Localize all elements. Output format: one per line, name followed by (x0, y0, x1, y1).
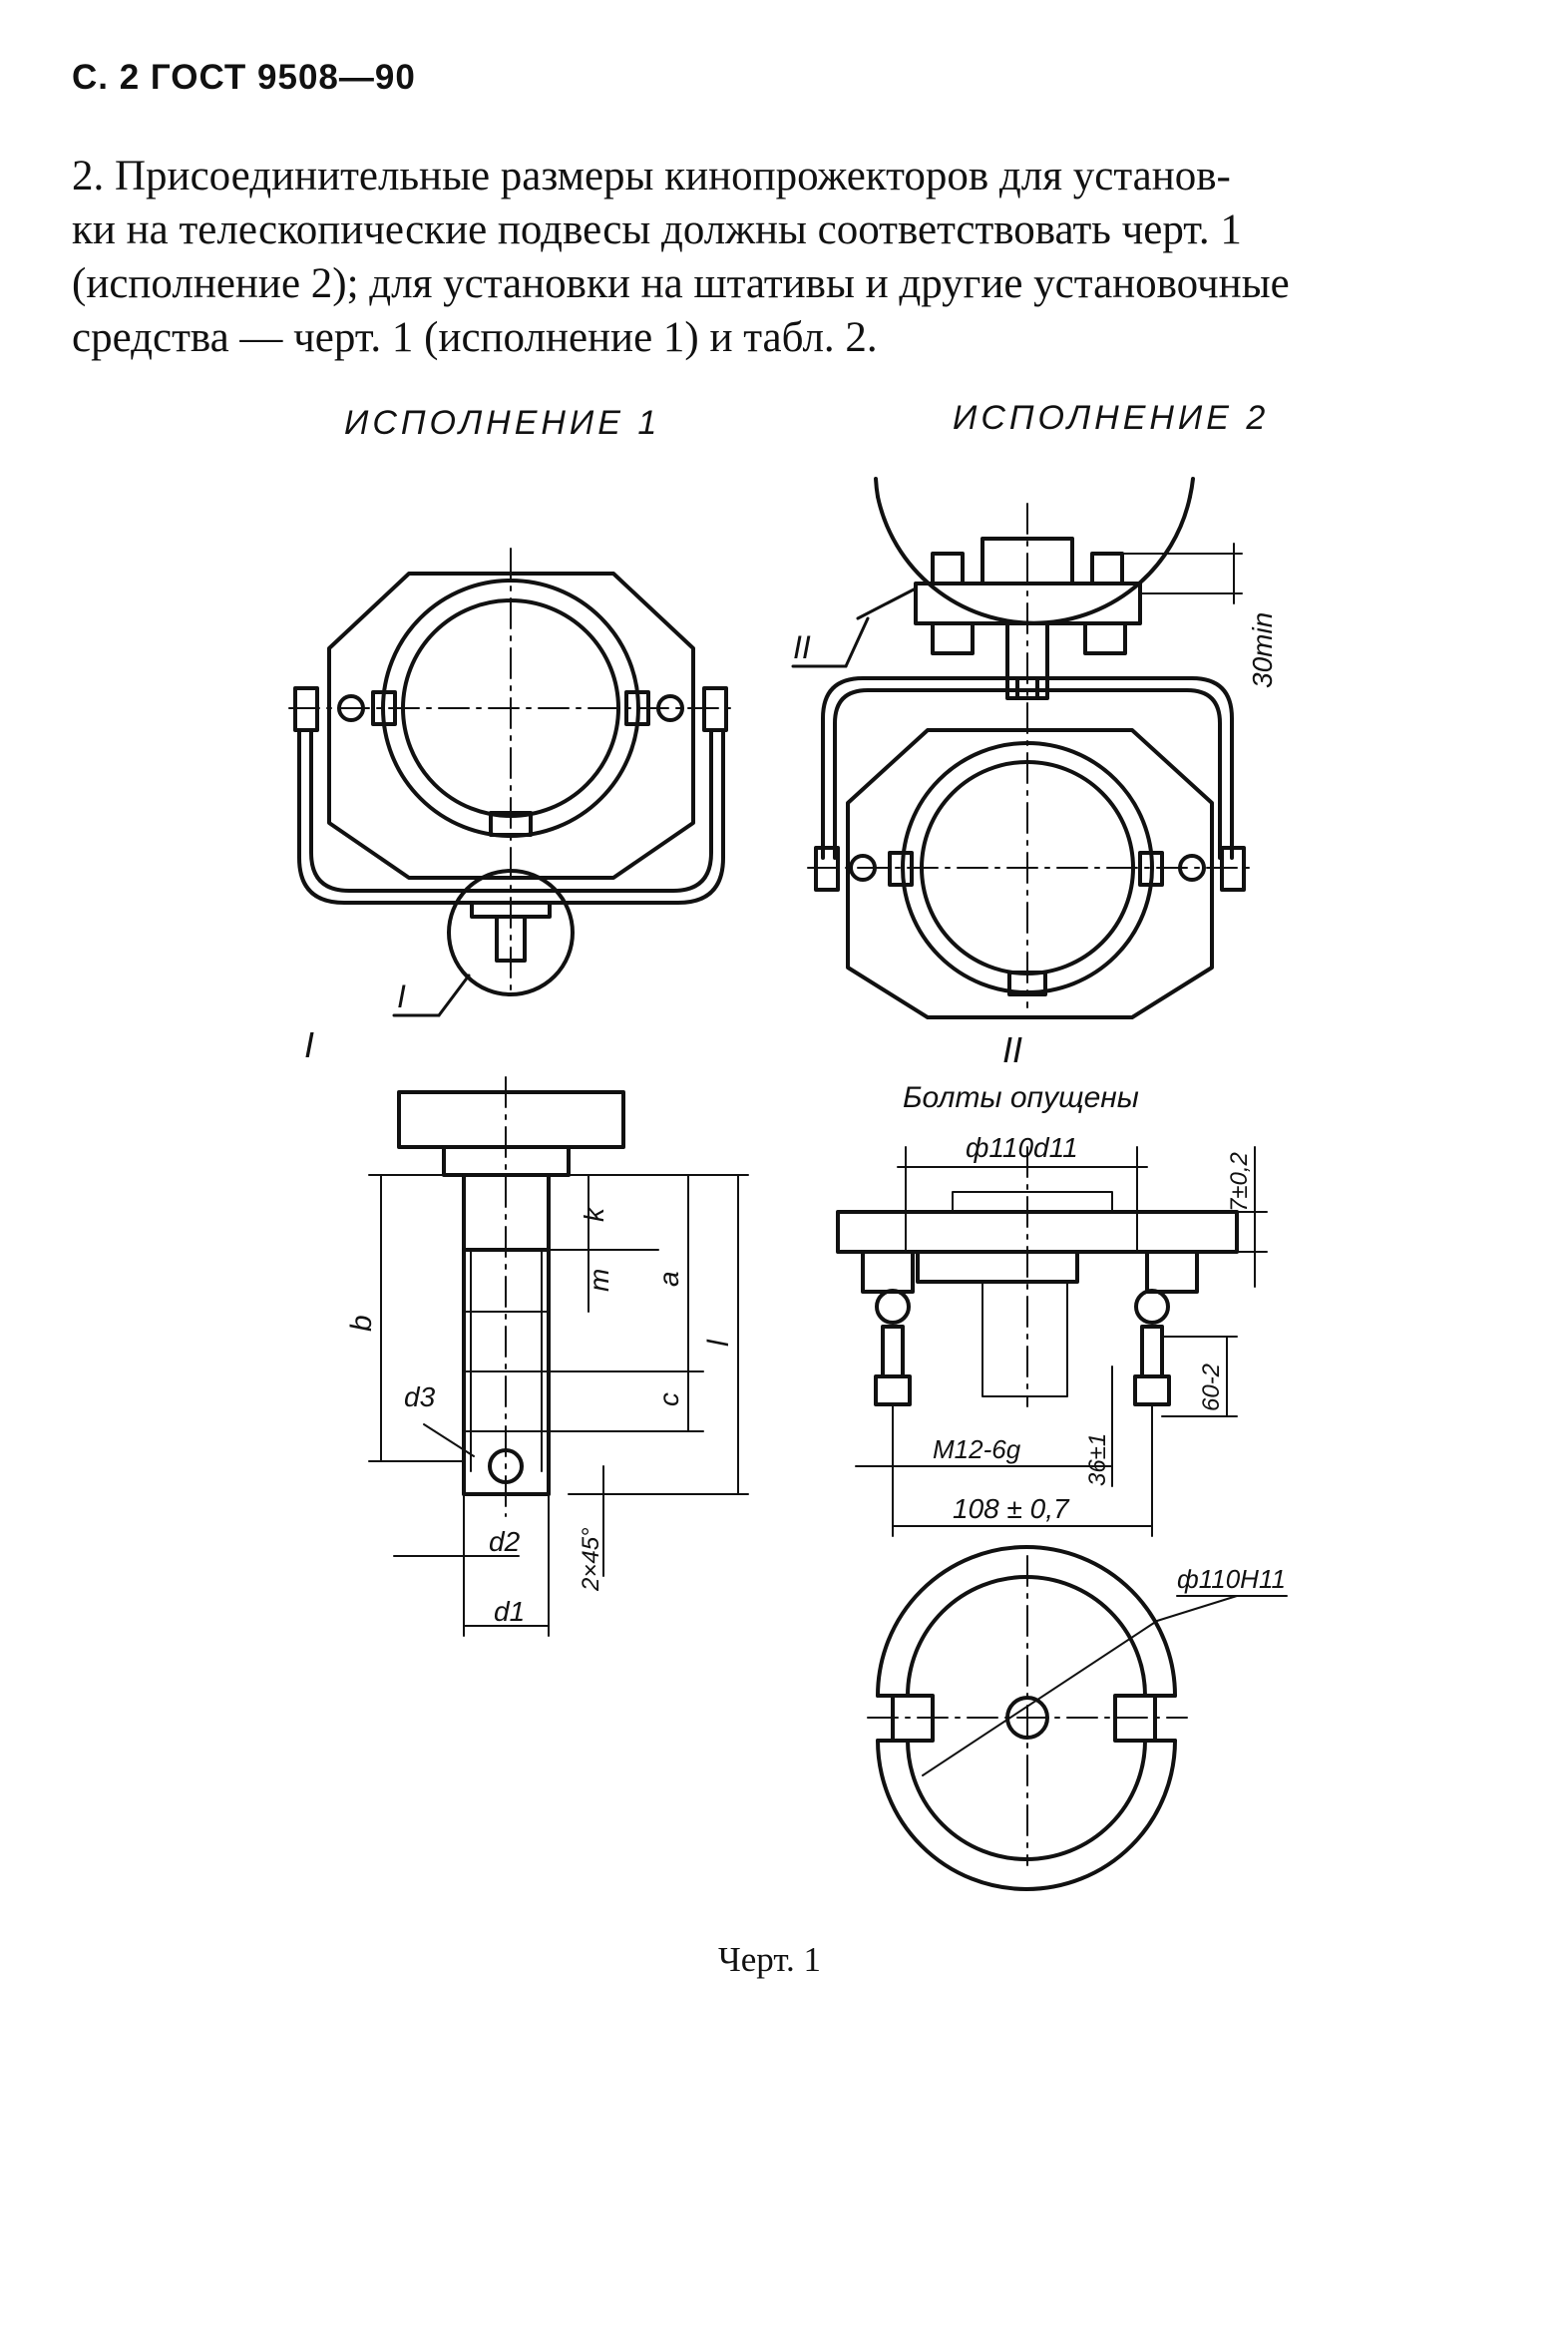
callout-I-label: I (397, 978, 406, 1014)
detail-II-label: II (1002, 1029, 1022, 1070)
dim-c: c (653, 1392, 684, 1406)
paragraph-line: (исполнение 2); для установки на штативы… (72, 260, 1290, 307)
dim-60: 60-2 (1198, 1364, 1225, 1411)
figure-caption: Черт. 1 (718, 1940, 821, 1979)
ring-view (867, 1545, 1288, 1891)
paragraph-line: 2. Присоединительные размеры кинопрожект… (72, 153, 1231, 199)
paragraph-line: средства — черт. 1 (исполнение 1) и табл… (72, 314, 878, 361)
dim-l: l (702, 1339, 735, 1347)
dim-d3: d3 (404, 1381, 436, 1412)
dim-phi110d11: ф110d11 (966, 1132, 1078, 1163)
variant-2-view (791, 477, 1253, 1019)
variant-2-title: ИСПОЛНЕНИЕ 2 (953, 399, 1270, 437)
dim-30min: 30min (1247, 612, 1278, 688)
variant-1-view (288, 548, 739, 1017)
callout-II-label: II (793, 629, 811, 665)
paragraph-line: ки на телескопические подвесы должны соо… (72, 206, 1242, 253)
dim-k: k (579, 1206, 609, 1222)
dim-m: m (584, 1269, 614, 1292)
dim-d2: d2 (489, 1526, 521, 1557)
detail-I (368, 1076, 749, 1637)
dim-m12: M12-6g (933, 1434, 1021, 1464)
detail-II (836, 1146, 1268, 1537)
dim-108: 108 ± 0,7 (953, 1493, 1070, 1524)
dim-b: b (345, 1315, 378, 1332)
dim-d1: d1 (494, 1596, 525, 1627)
dim-7: 7±0,2 (1226, 1152, 1253, 1212)
dim-chamfer: 2×45° (578, 1527, 604, 1592)
dim-a: a (653, 1271, 684, 1287)
paragraph-2: 2. Присоединительные размеры кинопрожект… (72, 150, 1468, 365)
variant-1-title: ИСПОЛНЕНИЕ 1 (344, 404, 661, 442)
detail-II-note: Болты опущены (903, 1081, 1139, 1114)
page-header: С. 2 ГОСТ 9508—90 (72, 58, 416, 97)
detail-I-label: I (304, 1024, 314, 1065)
dim-phi110H11: ф110H11 (1177, 1564, 1286, 1594)
dim-36: 36±1 (1084, 1433, 1111, 1486)
